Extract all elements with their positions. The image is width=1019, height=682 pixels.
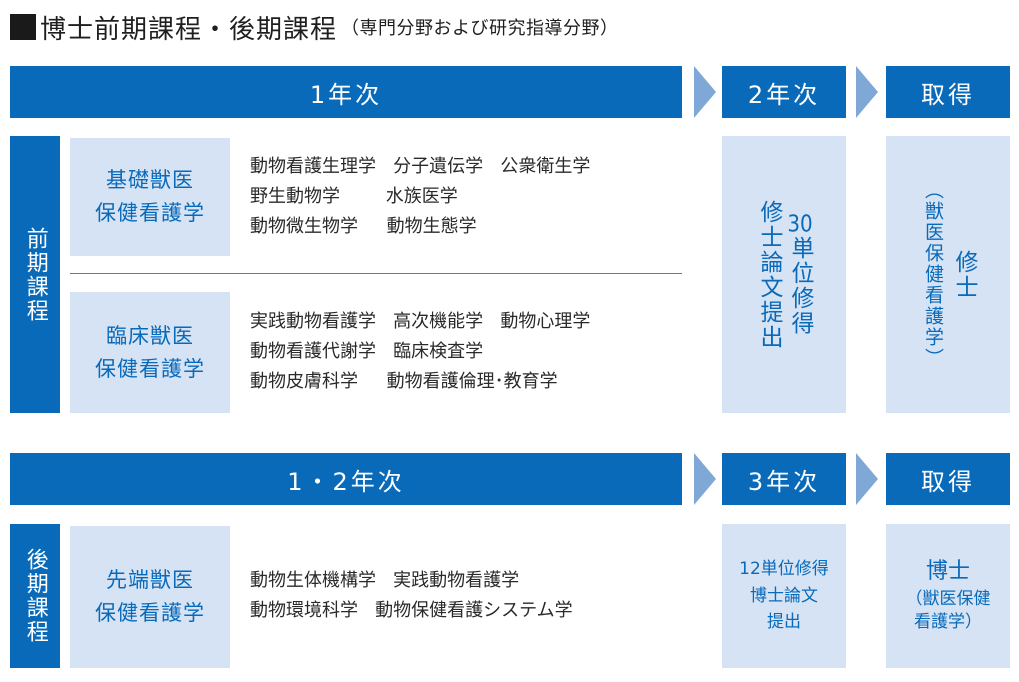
row-label-masters: 前期課程: [10, 136, 60, 413]
title-main: 博士前期課程・後期課程: [40, 14, 338, 45]
subjects-advanced-vet: 動物生体機構学 実践動物看護学 動物環境科学 動物保健看護システム学: [250, 566, 573, 626]
requirement-line: 博士論文: [749, 585, 818, 606]
field-basic-vet: 基礎獣医 保健看護学: [70, 138, 230, 256]
subject-line: 動物皮膚科学 動物看護倫理･教育学: [250, 371, 558, 392]
doctoral-requirement: 12単位修得 博士論文 提出: [739, 556, 829, 635]
header-obtain-doctoral: 取得: [886, 453, 1010, 505]
field-name-line2: 保健看護学: [95, 601, 205, 625]
arrow-right-icon: [694, 453, 716, 505]
requirement-credits: 30単位修得: [787, 213, 814, 336]
title-sub: （専門分野および研究指導分野）: [341, 18, 619, 39]
subject-line: 動物生体機構学 実践動物看護学: [250, 570, 520, 591]
field-name-line2: 保健看護学: [95, 201, 205, 225]
field-name-line1: 基礎獣医: [106, 168, 194, 193]
doctoral-degree-box: 博士 （獣医保健 看護学）: [886, 524, 1010, 668]
subject-line: 実践動物看護学 高次機能学 動物心理学: [250, 311, 591, 332]
doctoral-degree: 博士 （獣医保健 看護学）: [906, 557, 991, 635]
degree-main: 博士: [925, 558, 970, 584]
requirement-line: 提出: [766, 612, 801, 633]
field-name-line1: 先端獣医: [106, 568, 194, 593]
degree-sub: （獣医保健看護学）: [922, 180, 944, 369]
degree-sub-line: （獣医保健: [905, 588, 991, 609]
subjects-clinical-vet: 実践動物看護学 高次機能学 動物心理学 動物看護代謝学 臨床検査学 動物皮膚科学…: [250, 307, 590, 397]
masters-degree-box: 修士 （獣医保健看護学）: [886, 136, 1010, 413]
header-obtain-masters: 取得: [886, 66, 1010, 118]
field-name-line1: 臨床獣医: [106, 323, 194, 348]
field-clinical-vet: 臨床獣医 保健看護学: [70, 292, 230, 413]
field-advanced-vet: 先端獣医 保健看護学: [70, 526, 230, 668]
subject-line: 野生動物学 水族医学: [250, 186, 458, 207]
divider: [70, 273, 682, 274]
degree-sub-line: 看護学）: [914, 612, 982, 633]
subject-line: 動物看護生理学 分子遺伝学 公衆衛生学: [250, 156, 591, 177]
arrow-right-icon: [694, 66, 716, 118]
requirement-thesis: 修士論文提出: [756, 199, 782, 350]
subject-line: 動物看護代謝学 臨床検査学: [250, 341, 484, 362]
doctoral-requirement-box: 12単位修得 博士論文 提出: [722, 524, 846, 668]
requirement-line: 12単位修得: [739, 559, 829, 580]
page-title: 博士前期課程・後期課程 （専門分野および研究指導分野）: [10, 12, 619, 45]
subject-line: 動物微生物学 動物生態学: [250, 216, 477, 237]
header-year2: 2年次: [722, 66, 846, 118]
masters-requirement-box: 30単位修得 修士論文提出: [722, 136, 846, 413]
header-year1: 1年次: [10, 66, 682, 118]
subject-line: 動物環境科学 動物保健看護システム学: [250, 600, 573, 621]
header-year3: 3年次: [722, 453, 846, 505]
degree-main: 修士: [951, 249, 978, 300]
arrow-right-icon: [856, 453, 878, 505]
row-label-doctoral: 後期課程: [10, 524, 60, 668]
field-name-line2: 保健看護学: [95, 356, 205, 381]
header-year12: 1・2年次: [10, 453, 682, 505]
masters-requirement: 30単位修得 修士論文提出: [753, 200, 815, 350]
square-bullet-icon: [10, 14, 36, 40]
arrow-right-icon: [856, 66, 878, 118]
masters-degree: 修士 （獣医保健看護学）: [917, 180, 979, 369]
subjects-basic-vet: 動物看護生理学 分子遺伝学 公衆衛生学 野生動物学 水族医学 動物微生物学 動物…: [250, 152, 590, 242]
